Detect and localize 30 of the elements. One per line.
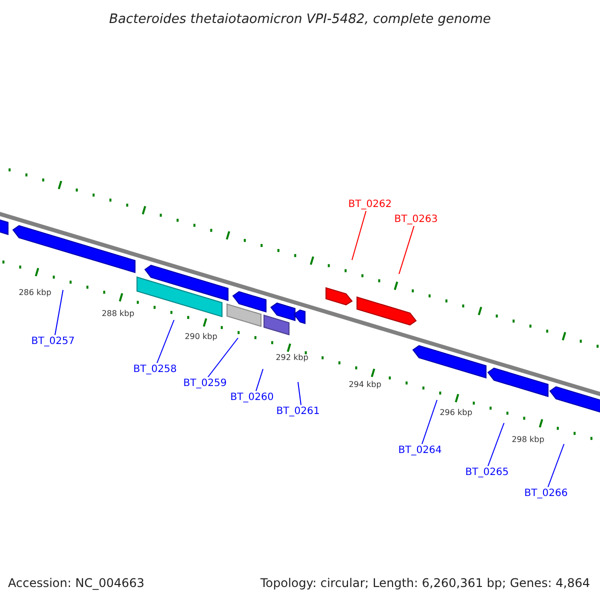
leader-line — [398, 226, 414, 274]
gene-label: BT_0262 — [348, 199, 392, 210]
leader-line — [488, 422, 504, 466]
leader-line — [548, 444, 564, 488]
scale-label: 294 kbp — [348, 379, 382, 391]
leader-line — [156, 320, 174, 364]
scale-label: 298 kbp — [512, 434, 544, 446]
leader-line — [256, 368, 264, 392]
scale-label: 292 kbp — [276, 352, 308, 364]
scale-label: 288 kbp — [102, 308, 134, 320]
footer-text: Topology: circular; Length: 6,260,361 bp; Genes: 4,864 — [260, 575, 590, 592]
gene-label: BT_0260 — [230, 392, 274, 403]
leader-line — [352, 210, 366, 260]
leader-line — [298, 382, 302, 406]
scale-label: 296 kbp — [440, 407, 472, 419]
gene-label: BT_0258 — [133, 364, 177, 375]
scale-label: 290 kbp — [184, 331, 218, 343]
gene-label: BT_0261 — [276, 406, 320, 417]
leader-line — [54, 290, 64, 336]
gene-label: BT_0259 — [183, 378, 227, 389]
gene-label: BT_0263 — [394, 214, 438, 225]
gene-label: BT_0264 — [398, 445, 442, 456]
leader-line — [208, 338, 238, 378]
gene-label: BT_0257 — [31, 336, 75, 347]
scale-label: 286 kbp — [18, 287, 52, 299]
footer-text: Accession: NC_004663 — [8, 575, 144, 592]
gene-label: BT_0265 — [465, 467, 509, 478]
gene-label: BT_0266 — [524, 488, 568, 499]
leader-line — [422, 400, 438, 444]
diagram-title: Bacteroides thetaiotaomicron VPI-5482, complete genome — [108, 11, 492, 29]
